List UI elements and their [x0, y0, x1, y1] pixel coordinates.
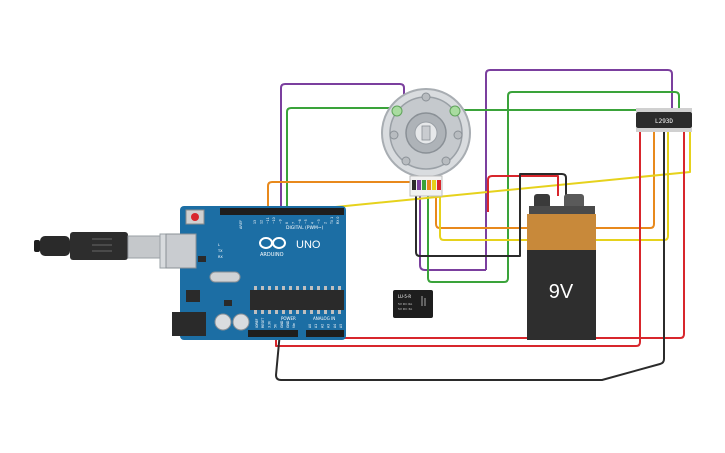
power-pin-label-6: Vin	[292, 323, 296, 328]
arduino-brand: ARDUINO	[260, 252, 284, 258]
analog-pin-label-3: A3	[327, 324, 331, 328]
power-pin-label-3: 5V	[274, 323, 278, 328]
digital-pin-label-5: 8	[285, 222, 289, 224]
analog-label: ANALOG IN	[313, 316, 335, 321]
wire-purple-3	[419, 195, 486, 271]
usb-cable	[34, 232, 185, 269]
dc-motor[interactable]	[381, 88, 471, 178]
digital-pin-label-13: RX 0	[336, 217, 340, 224]
digital-pin-label-9: 4	[311, 222, 315, 224]
l-label: L	[218, 243, 220, 247]
reset-button[interactable]	[191, 213, 199, 221]
wire-purple-1	[280, 83, 405, 213]
power-header[interactable]	[248, 330, 298, 337]
digital-pin-label-7: ~6	[298, 219, 302, 224]
chip-label: L293D	[655, 118, 673, 125]
analog-pin-label-0: A0	[308, 324, 312, 328]
power-pin-label-4: GND	[280, 320, 284, 328]
digital-pin-label-6: 7	[291, 222, 295, 224]
relay-line1: LU-5-R	[398, 294, 411, 299]
digital-pin-label-11: 2	[323, 222, 327, 224]
power-pin-label-0: IOREF	[255, 318, 259, 328]
l293d-chip[interactable]: L293D	[636, 108, 692, 132]
aref-label: AREF	[239, 220, 243, 229]
wire-purple-2	[485, 69, 673, 270]
tx-label: TX	[217, 249, 223, 253]
wire-yellow-1	[274, 128, 691, 214]
arduino-logo	[259, 237, 286, 249]
atmega-chip	[250, 290, 344, 310]
power-pin-label-5: GND	[286, 320, 290, 328]
wire-black-3	[275, 128, 665, 381]
wire-red-1	[487, 175, 559, 212]
arduino-model: UNO	[296, 239, 321, 251]
digital-pin-label-0: 13	[253, 220, 257, 224]
wire-green-1	[286, 107, 398, 213]
relay-line3: 5V DC 3A	[398, 307, 413, 311]
digital-pin-label-12: TX 1	[330, 217, 334, 225]
digital-pin-label-2: ~11	[266, 217, 270, 224]
rx-label: RX	[218, 255, 223, 259]
motor-connector	[409, 175, 443, 197]
digital-pin-label-8: ~5	[304, 219, 308, 224]
digital-label: DIGITAL (PWM~)	[286, 225, 324, 231]
wire-green-3	[427, 195, 509, 283]
power-pin-label-2: 3.3V	[267, 320, 271, 328]
battery-label: 9V	[549, 281, 574, 303]
wire-green-2	[507, 91, 680, 270]
wire-black-2	[415, 195, 521, 257]
wire-black-1	[519, 173, 567, 212]
analog-pin-label-1: A1	[314, 324, 318, 328]
wire-orange-1	[267, 181, 412, 213]
analog-pin-label-2: A2	[320, 324, 324, 328]
digital-pin-label-10: ~3	[317, 219, 321, 224]
wires	[267, 69, 691, 381]
wire-red-3	[283, 128, 685, 339]
digital-pin-label-1: 12	[259, 220, 263, 224]
relay-line2: 5V DC 6A	[398, 302, 413, 306]
digital-pin-label-3: ~10	[272, 217, 276, 224]
digital-header[interactable]	[220, 208, 344, 215]
analog-header[interactable]	[306, 330, 344, 337]
power-pin-label-1: RESET	[261, 318, 265, 328]
battery-9v[interactable]: 9V	[527, 194, 596, 340]
wire-red-2	[275, 128, 641, 347]
relay[interactable]: LU-5-R 5V DC 6A 5V DC 3A	[393, 290, 433, 318]
analog-pin-label-5: A5	[339, 324, 343, 328]
power-label: POWER	[281, 316, 296, 321]
analog-pin-label-4: A4	[333, 324, 337, 328]
digital-pin-label-4: ~9	[279, 219, 283, 224]
arduino-uno-board[interactable]: ARDUINO UNO DIGITAL (PWM~) POWER ANALOG …	[165, 206, 346, 340]
